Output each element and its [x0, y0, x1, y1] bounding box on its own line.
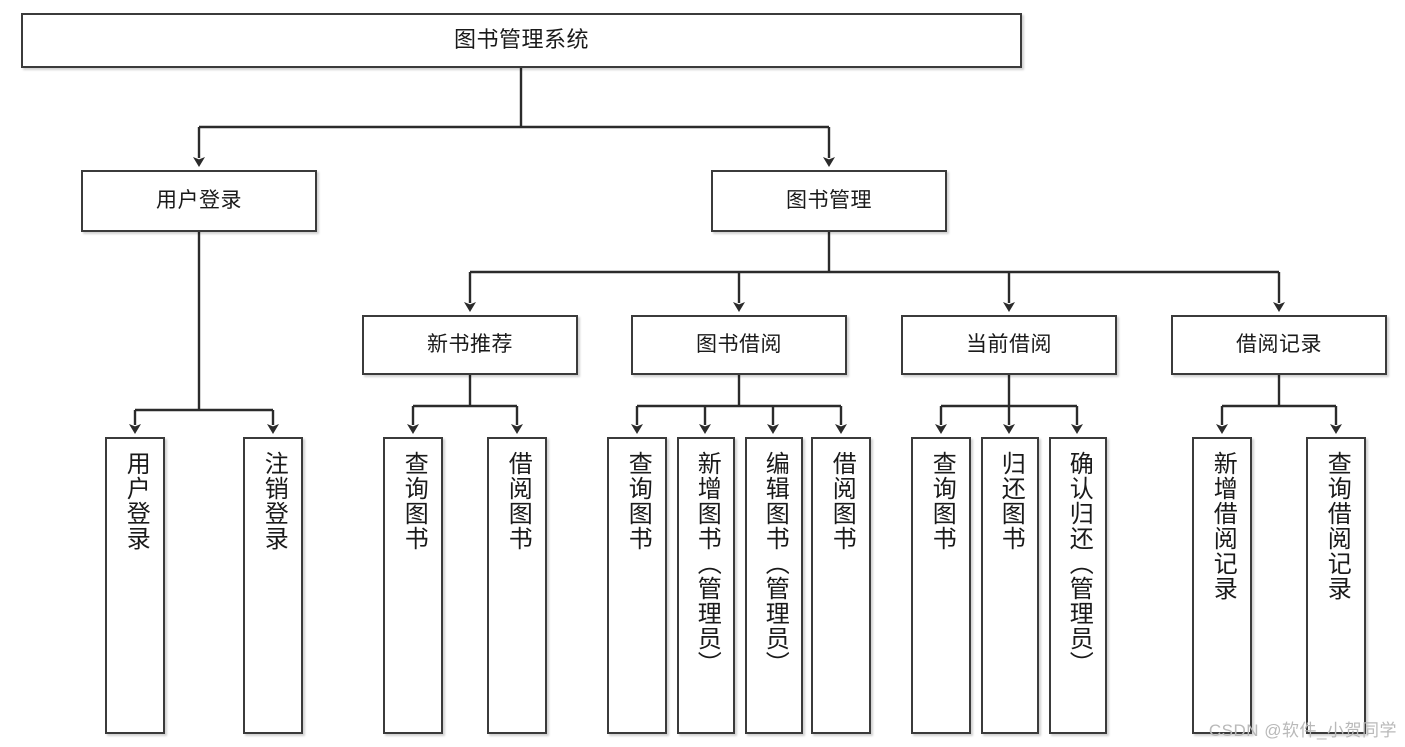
node-new-book-recommend-label: 新书推荐: [427, 333, 513, 357]
node-user-login-label: 用户登录: [156, 189, 242, 213]
watermark: CSDN @软件_小贺同学: [1208, 721, 1397, 740]
leaf-label: 借阅图书: [828, 451, 856, 551]
leaf-label: 用户登录: [122, 451, 150, 551]
node-root-label: 图书管理系统: [453, 27, 589, 53]
node-user-login[interactable]: 用户登录: [81, 170, 317, 232]
leaf-label: 查询图书: [400, 451, 428, 551]
leaf-label: 借阅图书: [504, 451, 532, 551]
node-book-management-label: 图书管理: [786, 189, 872, 213]
leaf-label: 查询借阅记录: [1323, 451, 1351, 601]
leaf-label: 编辑图书（管理员）: [761, 451, 789, 676]
node-current-borrow-label: 当前借阅: [966, 333, 1052, 357]
leaf-label: 新增图书（管理员）: [693, 451, 721, 676]
leaf-record-add-record[interactable]: 新增借阅记录: [1192, 437, 1252, 734]
leaf-record-query-record[interactable]: 查询借阅记录: [1306, 437, 1366, 734]
leaf-label: 注销登录: [260, 451, 288, 551]
leaf-label: 确认归还（管理员）: [1065, 451, 1093, 676]
leaf-borrow-edit-book-admin[interactable]: 编辑图书（管理员）: [745, 437, 803, 734]
leaf-borrow-add-book-admin[interactable]: 新增图书（管理员）: [677, 437, 735, 734]
leaf-user-login-logout[interactable]: 注销登录: [243, 437, 303, 734]
leaf-recommend-borrow-book[interactable]: 借阅图书: [487, 437, 547, 734]
leaf-current-confirm-return-admin[interactable]: 确认归还（管理员）: [1049, 437, 1107, 734]
node-book-borrow-label: 图书借阅: [696, 333, 782, 357]
leaf-user-login-login[interactable]: 用户登录: [105, 437, 165, 734]
node-root[interactable]: 图书管理系统: [21, 13, 1022, 68]
leaf-borrow-query-book[interactable]: 查询图书: [607, 437, 667, 734]
leaf-label: 归还图书: [997, 451, 1025, 551]
node-new-book-recommend[interactable]: 新书推荐: [362, 315, 578, 375]
leaf-recommend-query-book[interactable]: 查询图书: [383, 437, 443, 734]
leaf-label: 新增借阅记录: [1209, 451, 1237, 601]
leaf-current-query-book[interactable]: 查询图书: [911, 437, 971, 734]
leaf-current-return-book[interactable]: 归还图书: [981, 437, 1039, 734]
leaf-label: 查询图书: [624, 451, 652, 551]
node-book-management[interactable]: 图书管理: [711, 170, 947, 232]
node-current-borrow[interactable]: 当前借阅: [901, 315, 1117, 375]
leaf-label: 查询图书: [928, 451, 956, 551]
node-borrow-record-label: 借阅记录: [1236, 333, 1322, 357]
leaf-borrow-borrow-book[interactable]: 借阅图书: [811, 437, 871, 734]
node-book-borrow[interactable]: 图书借阅: [631, 315, 847, 375]
node-borrow-record[interactable]: 借阅记录: [1171, 315, 1387, 375]
